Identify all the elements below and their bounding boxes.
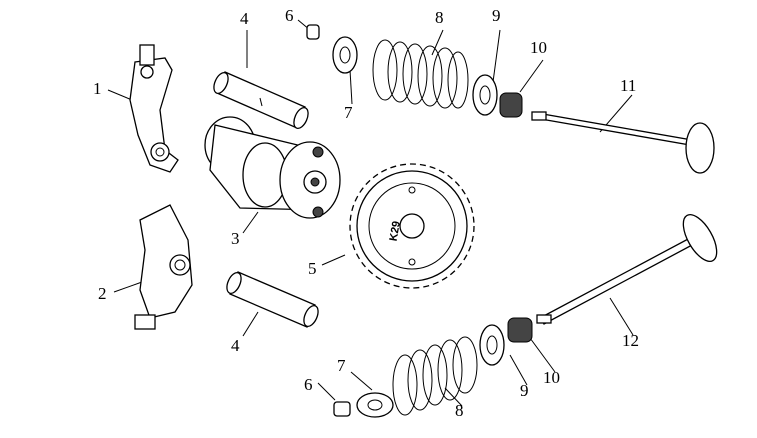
leader-lines (107, 19, 634, 407)
callout-4-upper: 4 (240, 9, 249, 28)
callout-10-lower: 10 (543, 368, 560, 387)
rocker-shaft-lower (226, 271, 319, 328)
cam-sprocket: K29 (349, 163, 475, 289)
rocker-arm-lower (134, 204, 193, 330)
callout-7-upper: 7 (344, 103, 353, 122)
callout-6-lower: 6 (304, 375, 313, 394)
valve-assembly-lower (333, 214, 718, 418)
callout-1: 1 (93, 79, 102, 98)
callout-5: 5 (308, 259, 317, 278)
callout-8-upper: 8 (435, 8, 444, 27)
callout-7-lower: 7 (337, 356, 346, 375)
callout-4-lower: 4 (231, 336, 240, 355)
callout-9-lower: 9 (520, 381, 529, 400)
callout-2: 2 (98, 284, 107, 303)
callout-3: 3 (231, 229, 240, 248)
callout-10-upper: 10 (530, 38, 547, 57)
gear-marking: K29 (388, 220, 403, 242)
callout-6-upper: 6 (285, 6, 294, 25)
callout-9-upper: 9 (492, 6, 501, 25)
camshaft (204, 116, 341, 219)
rocker-shaft-upper (213, 71, 309, 129)
valve-assembly-upper (306, 24, 715, 174)
callout-11: 11 (620, 76, 637, 95)
callout-12: 12 (622, 331, 639, 350)
callout-8-lower: 8 (455, 401, 464, 420)
rocker-arm-upper (129, 44, 179, 173)
